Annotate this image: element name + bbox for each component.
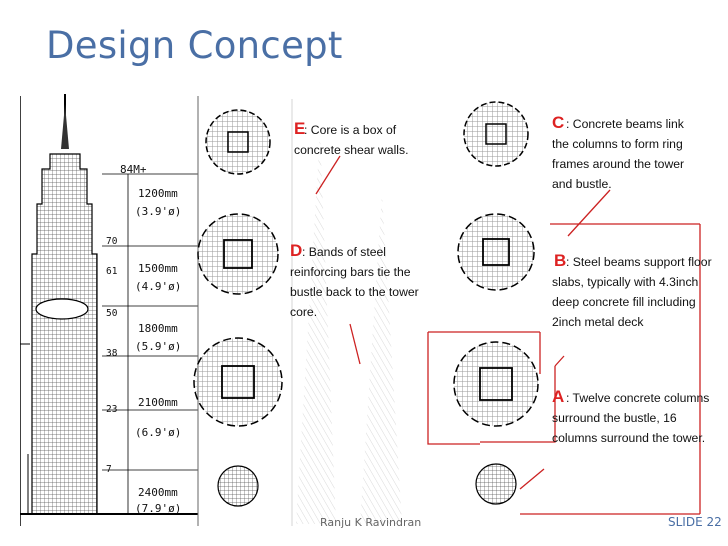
column-size: 1800mm xyxy=(138,322,178,335)
annotation-d: D : Bands of steel reinforcing bars tie … xyxy=(290,241,419,319)
annotation-letter: B xyxy=(554,251,566,270)
level-label: 50 xyxy=(106,308,118,319)
annotation-line: columns surround the tower. xyxy=(552,431,705,445)
column-diameter: (6.9'ø) xyxy=(135,426,181,439)
annotation-line: : Steel beams support floor xyxy=(566,255,712,269)
level-label: 7 xyxy=(106,464,112,475)
column-diameter: (3.9'ø) xyxy=(135,205,181,218)
annotation-line: core. xyxy=(290,305,317,319)
annotation-line: : Core is a box of xyxy=(304,123,397,137)
skybridge-opening xyxy=(35,298,89,320)
floor-plan xyxy=(193,337,283,427)
floor-plan xyxy=(453,341,539,427)
level-label: 38 xyxy=(106,348,118,359)
tower-sketch xyxy=(291,99,402,526)
slide-title: Design Concept xyxy=(46,24,343,67)
column-size: 2100mm xyxy=(138,396,178,409)
slide-number: SLIDE 22 xyxy=(668,515,722,529)
annotation-c: C : Concrete beams link the columns to f… xyxy=(552,113,685,191)
annotation-line: concrete shear walls. xyxy=(294,143,408,157)
column-size: 1500mm xyxy=(138,262,178,275)
annotation-line: : Bands of steel xyxy=(302,245,386,259)
annotation-line: slabs, typically with 4.3inch xyxy=(552,275,698,289)
column-diameter: (7.9'ø) xyxy=(135,502,181,515)
annotation-a: A : Twelve concrete columns surround the… xyxy=(552,387,709,445)
leader-lines xyxy=(315,155,701,515)
floor-plan-column-right xyxy=(453,101,539,505)
floor-plan xyxy=(197,213,279,295)
level-label: 61 xyxy=(106,266,118,277)
annotation-letter: C xyxy=(552,113,564,132)
annotation-line: bustle back to the tower xyxy=(290,285,419,299)
annotation-e: E : Core is a box of concrete shear wall… xyxy=(294,119,408,157)
annotation-letter: E xyxy=(294,119,305,138)
floor-plan xyxy=(457,213,535,291)
level-label: 23 xyxy=(106,404,117,415)
floor-plan-column-left xyxy=(193,109,283,507)
annotation-line: the columns to form ring xyxy=(552,137,683,151)
structural-diagram: 84M+ 70 61 50 38 23 7 1200mm (3.9'ø) 150… xyxy=(19,94,720,526)
tower-elevation: 84M+ 70 61 50 38 23 7 1200mm (3.9'ø) 150… xyxy=(19,94,199,526)
floor-plan xyxy=(463,101,529,167)
annotation-line: : Twelve concrete columns xyxy=(566,391,709,405)
annotation-line: and bustle. xyxy=(552,177,612,191)
column-size: 1200mm xyxy=(138,187,178,200)
annotation-line: 2inch metal deck xyxy=(552,315,644,329)
annotation-line: reinforcing bars tie the xyxy=(290,265,411,279)
footer-author: Ranju K Ravindran xyxy=(320,516,422,529)
annotation-line: deep concrete fill including xyxy=(552,295,696,309)
column-diameter: (4.9'ø) xyxy=(135,280,181,293)
annotation-line: surround the bustle, 16 xyxy=(552,411,677,425)
tower-top-label: 84M+ xyxy=(120,163,147,176)
floor-plan xyxy=(205,109,271,175)
column-diameter: (5.9'ø) xyxy=(135,340,181,353)
column-size: 2400mm xyxy=(138,486,178,499)
annotation-letter: D xyxy=(290,241,302,260)
annotation-b: B : Steel beams support floor slabs, typ… xyxy=(552,251,712,329)
annotation-line: frames around the tower xyxy=(552,157,684,171)
annotation-line: : Concrete beams link xyxy=(566,117,685,131)
annotation-letter: A xyxy=(552,387,564,406)
level-label: 70 xyxy=(106,236,118,247)
